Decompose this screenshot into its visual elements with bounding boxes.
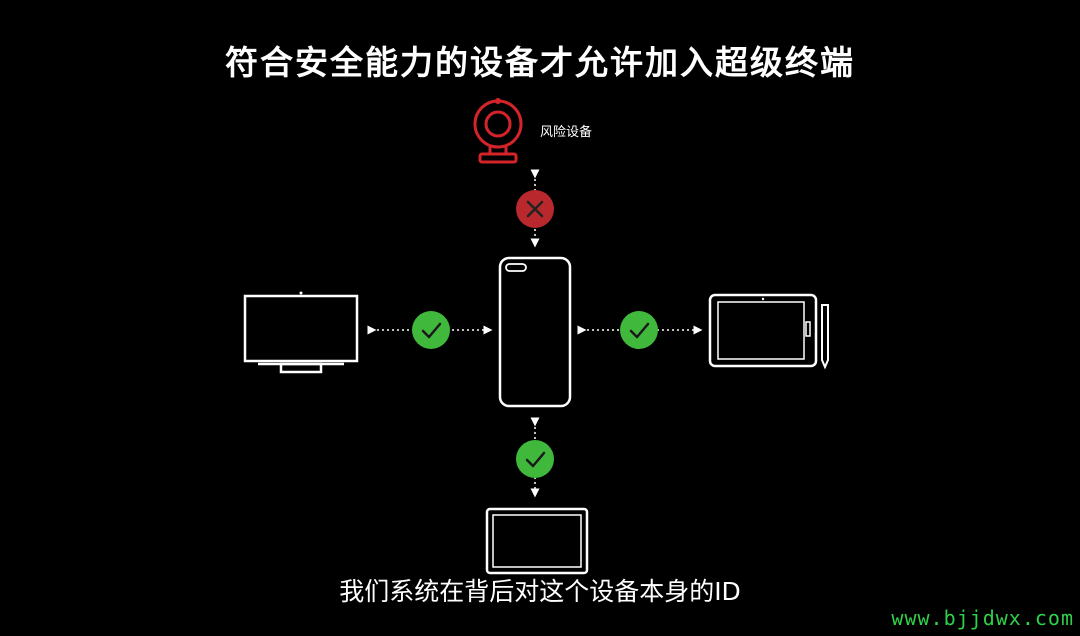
risk-camera-icon <box>473 98 523 164</box>
allowed-badge-laptop-icon <box>516 440 554 478</box>
allowed-badge-tv-icon <box>412 311 450 349</box>
tablet-icon <box>708 293 829 370</box>
phone-icon <box>498 256 572 408</box>
watermark: www.bjjdwx.com <box>891 606 1074 630</box>
diagram-title: 符合安全能力的设备才允许加入超级终端 <box>225 43 855 82</box>
laptop-icon <box>485 507 589 575</box>
allowed-badge-tablet-icon <box>620 311 658 349</box>
tv-icon <box>243 291 359 374</box>
video-subtitle: 我们系统在背后对这个设备本身的ID <box>339 577 741 606</box>
blocked-badge-icon <box>516 190 554 228</box>
risk-device-label: 风险设备 <box>540 125 593 140</box>
